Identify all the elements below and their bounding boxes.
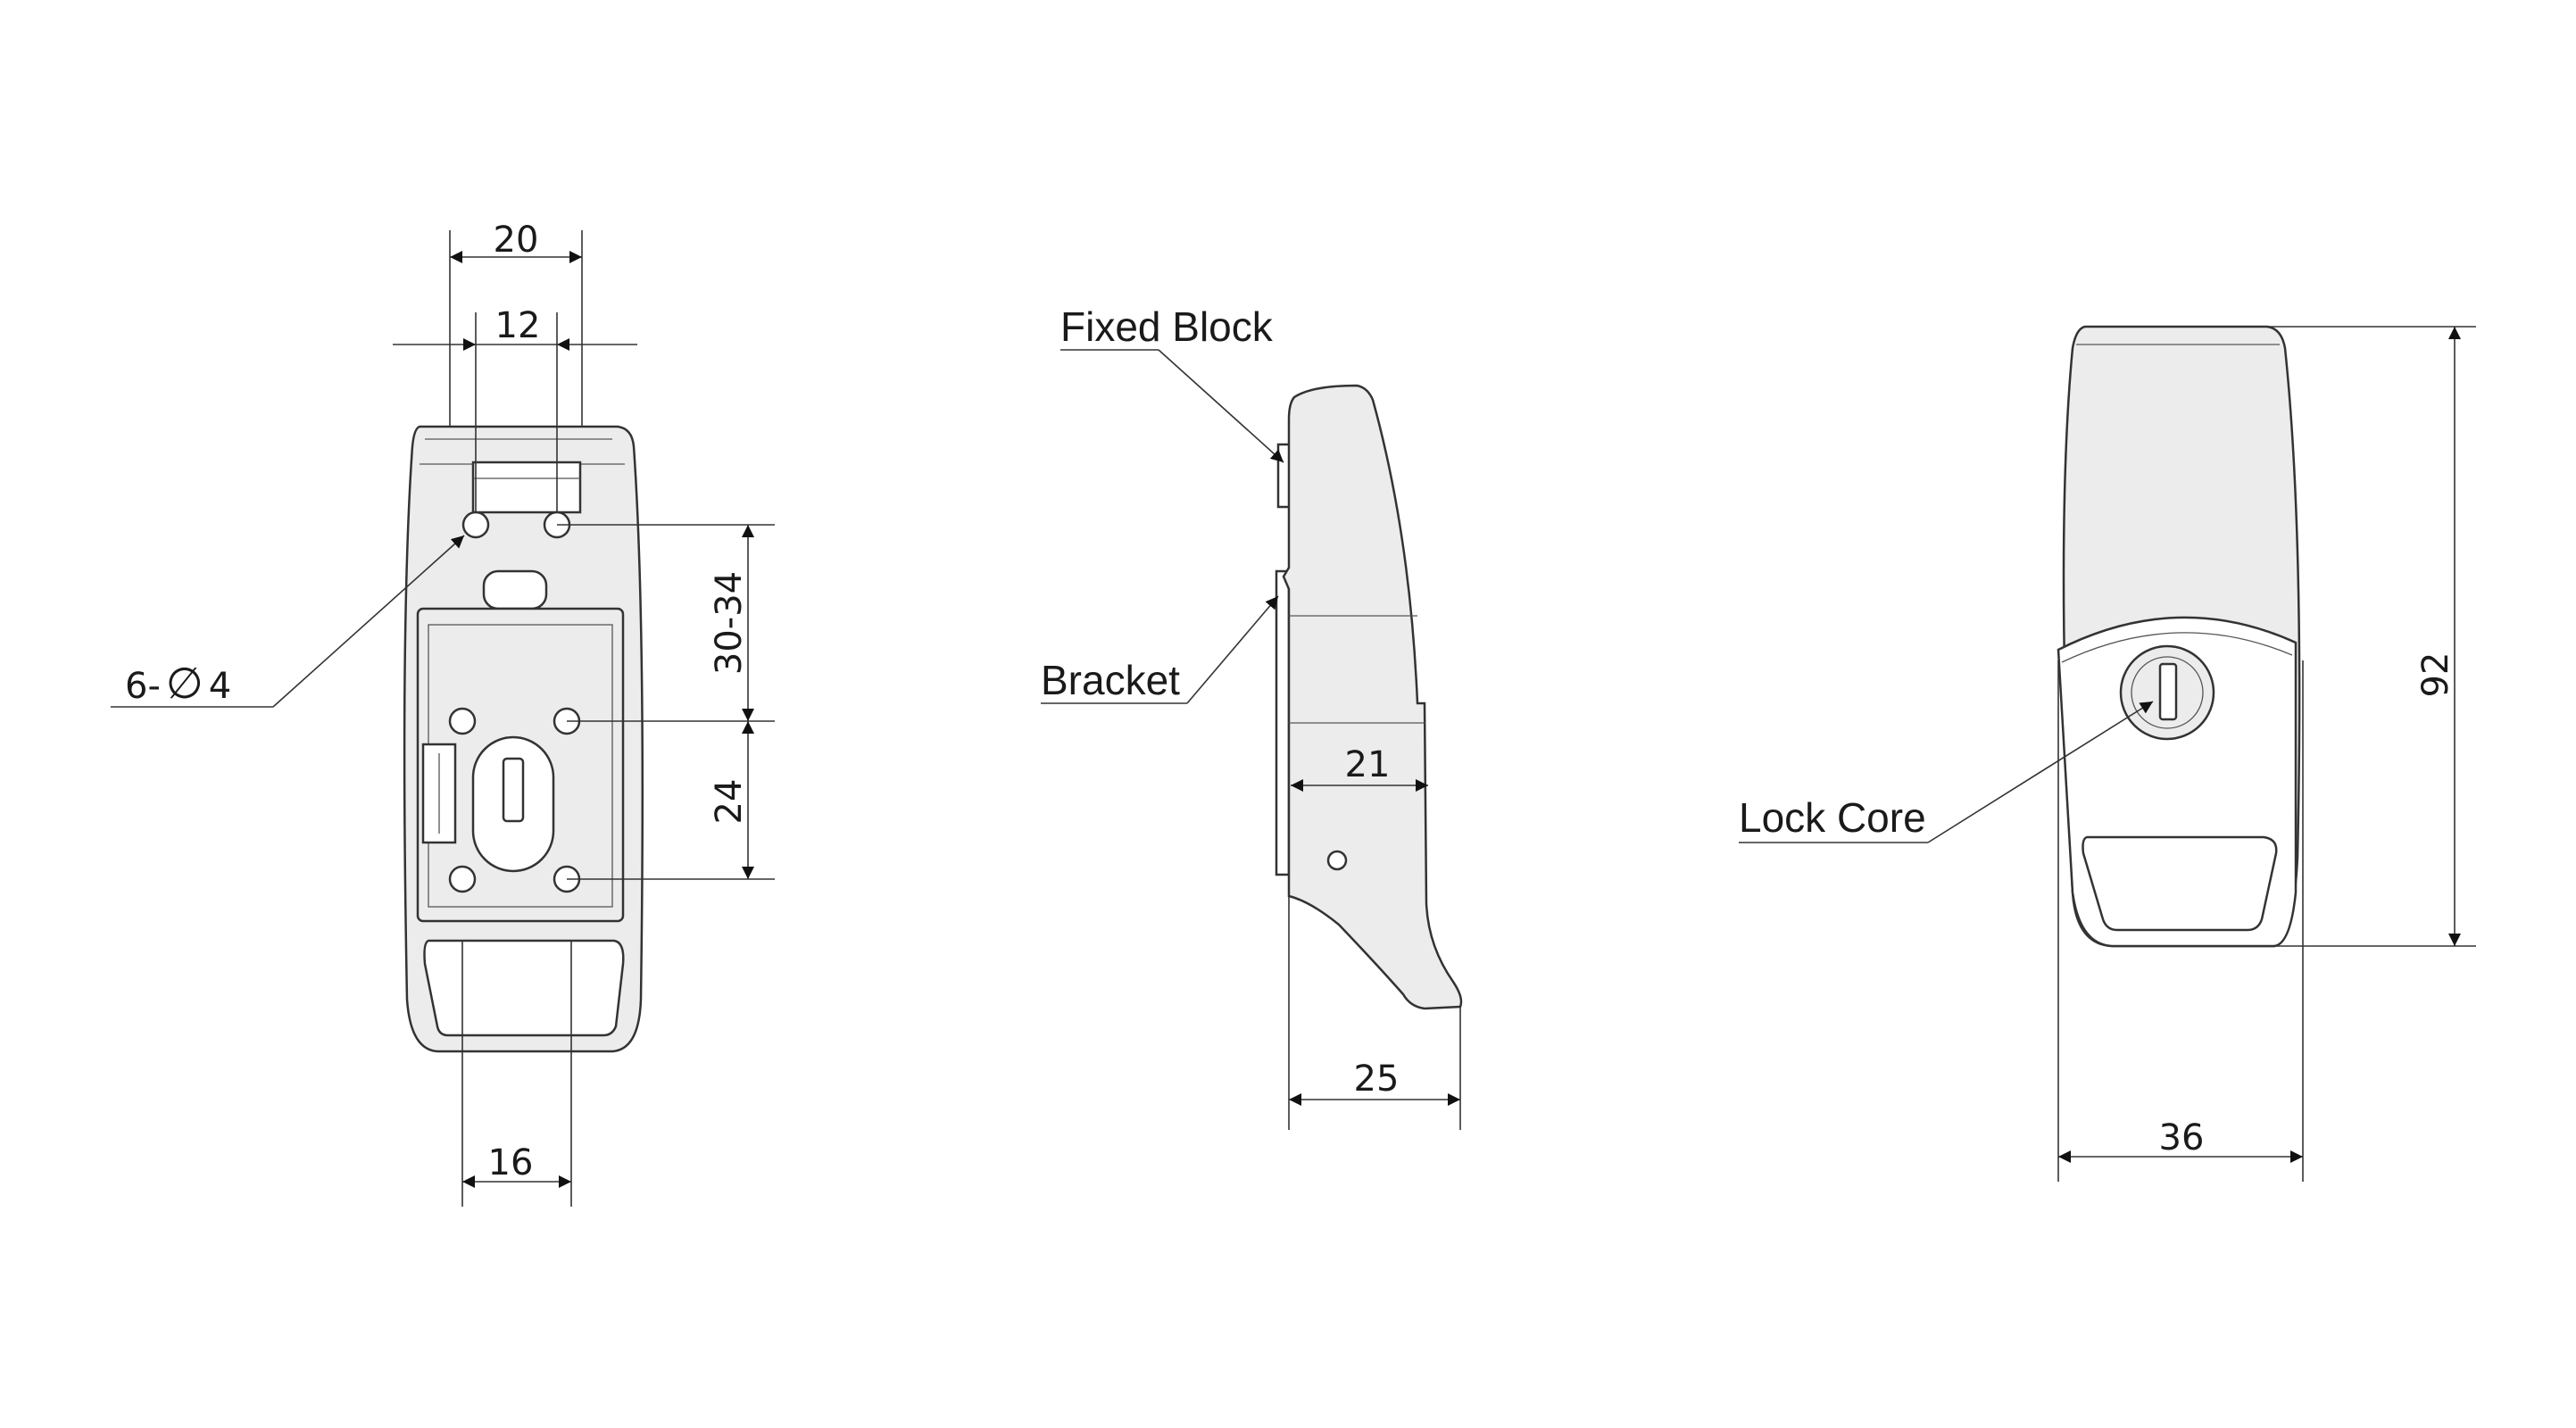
front-keyhole [502,757,525,823]
rear-handle-opening [2082,835,2278,932]
label-bracket: Bracket [1041,657,1180,703]
dim-front-lower-spacing: 24 [709,779,750,825]
side-body-profile [1282,384,1463,1010]
label-lock-core: Lock Core [1739,794,1926,841]
front-hole-mid-left [448,707,477,735]
dim-rear-width-36: 36 [2159,1117,2205,1158]
dim-front-bottom-16: 16 [488,1142,534,1183]
dim-front-hole-spacing: 30-34 [709,571,750,675]
front-cam [482,569,548,610]
side-view: Fixed Block Bracket 21 25 [1041,303,1463,1130]
holes-note: 6-∅4 [125,659,231,709]
front-view: 20 12 30-34 24 16 6-∅4 [111,220,775,1207]
diameter-symbol: ∅ [166,659,204,709]
side-pivot-hole [1326,850,1348,871]
dim-rear-height-92: 92 [2415,652,2456,698]
dim-front-inner-12: 12 [495,305,541,346]
dim-side-inner-21: 21 [1345,744,1391,785]
front-hole-lower-left [448,865,477,893]
front-hole-upper-left [461,511,490,539]
side-bracket-plate [1275,569,1291,876]
dim-side-total-25: 25 [1354,1059,1400,1100]
front-handle-opening [423,939,625,1037]
dim-front-width-20: 20 [494,220,539,261]
label-fixed-block: Fixed Block [1060,303,1274,350]
front-top-block [471,461,582,514]
rear-keyhole [2158,662,2178,721]
rear-view: Lock Core 92 36 [1739,325,2476,1182]
